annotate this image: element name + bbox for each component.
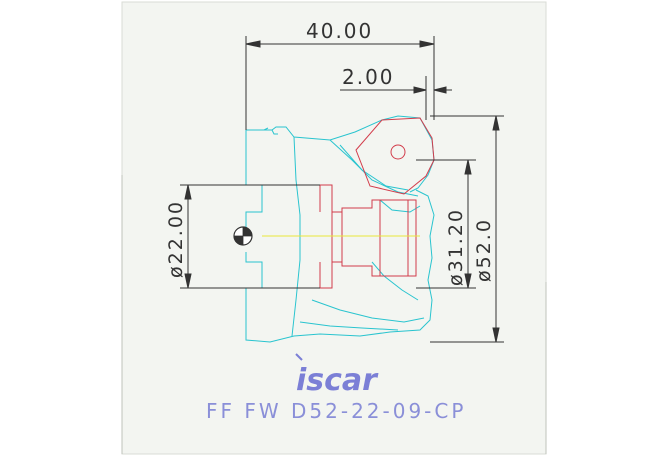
dimension-bore-diameter-label: ø22.00 bbox=[165, 200, 187, 278]
brand-logo-text: iscar bbox=[296, 363, 379, 398]
brand-logo: iscar bbox=[295, 353, 379, 398]
dimension-bore-diameter bbox=[180, 184, 320, 289]
dimension-hub-diameter-label: ø31.20 bbox=[445, 208, 467, 286]
sheet-area bbox=[121, 1, 547, 455]
hub-inner-lines bbox=[379, 200, 409, 276]
dimension-insert-offset-label: 2.00 bbox=[342, 65, 395, 89]
dimension-cutting-diameter-label: ø52.0 bbox=[473, 218, 495, 282]
dimension-hub-diameter bbox=[416, 159, 476, 289]
insert-screw-hole bbox=[390, 144, 406, 160]
body-flute-line-4 bbox=[299, 321, 399, 331]
body-inner-line-1 bbox=[291, 136, 301, 337]
section-marker-symbol bbox=[233, 226, 253, 246]
body-left-upper bbox=[245, 130, 263, 228]
body-flute-line-2 bbox=[339, 144, 409, 191]
hub-section bbox=[341, 199, 417, 277]
dimension-insert-offset bbox=[340, 76, 452, 120]
insert-seat-line bbox=[379, 199, 421, 213]
body-flute-line-5 bbox=[371, 261, 419, 301]
body-chamfer-detail bbox=[263, 127, 278, 135]
body-flute-line-3 bbox=[311, 299, 425, 323]
dimension-cutting-diameter bbox=[430, 115, 504, 343]
part-number: FF FW D52-22-09-CP bbox=[206, 399, 466, 423]
dimension-overall-length-label: 40.00 bbox=[306, 19, 373, 43]
